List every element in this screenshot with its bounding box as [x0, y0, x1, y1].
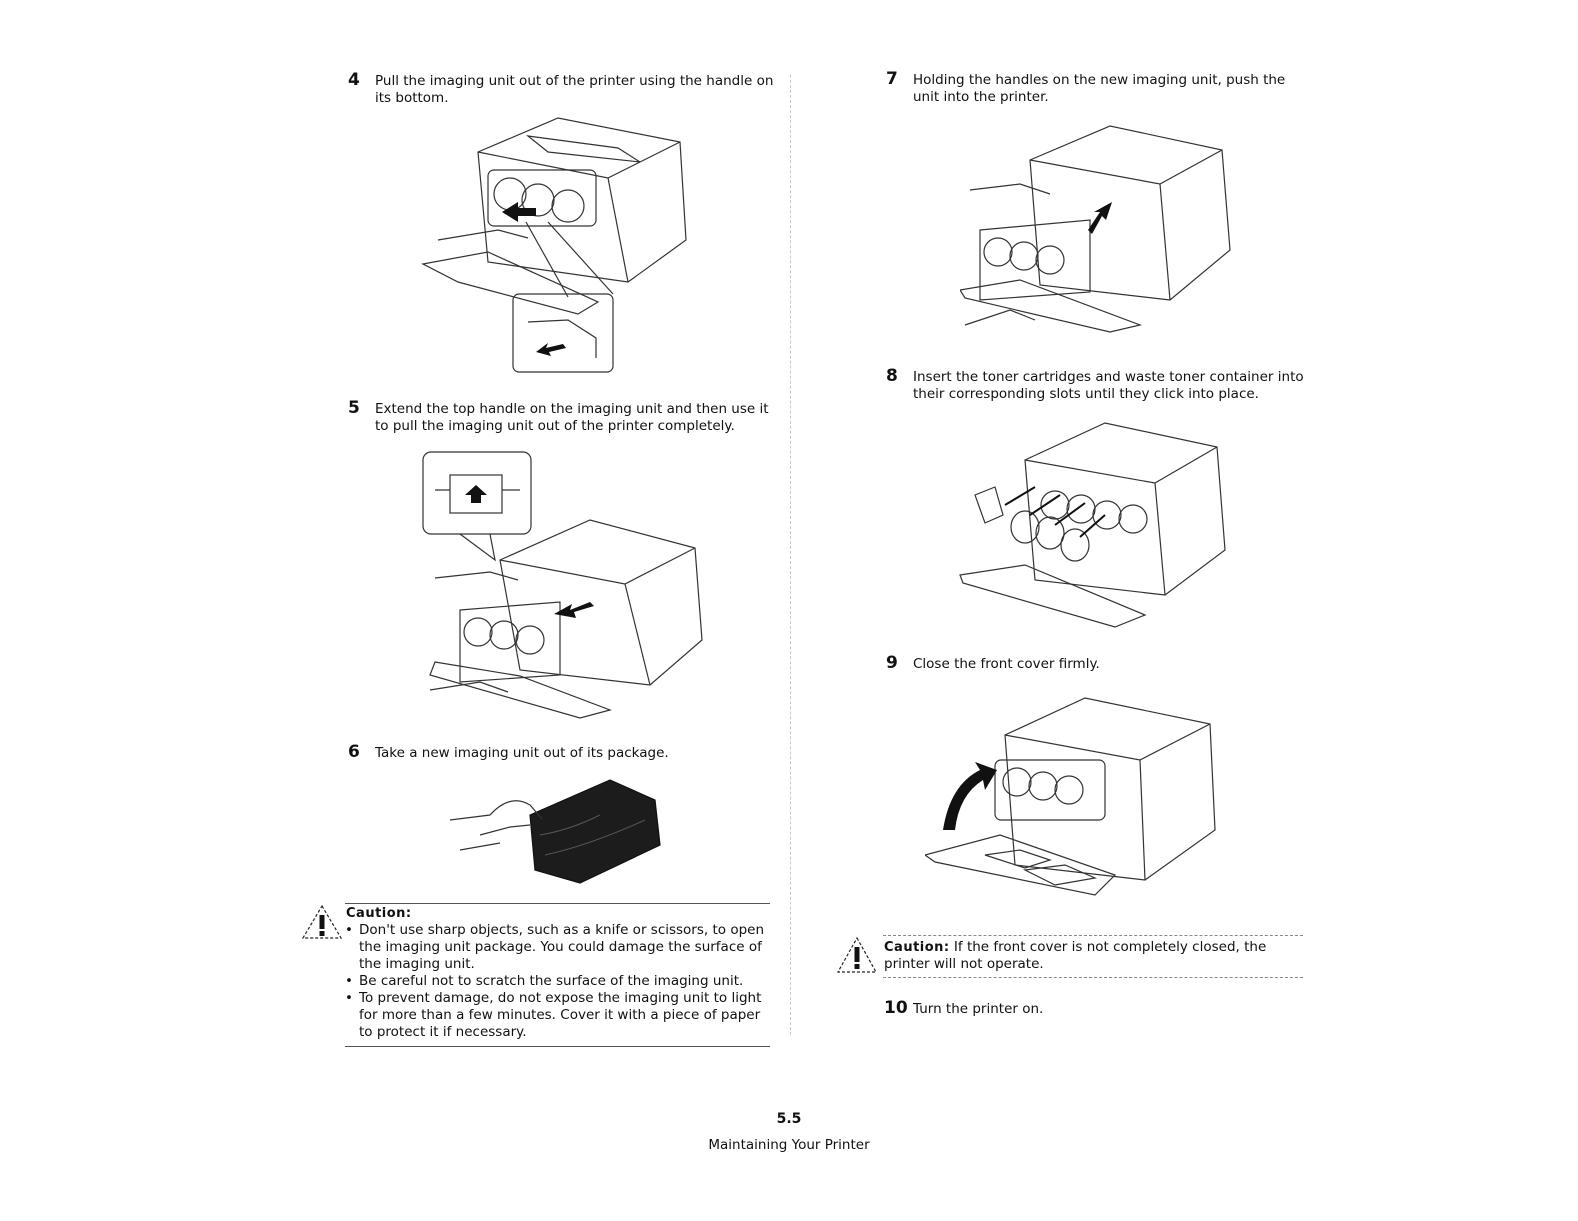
caution-item: •To prevent damage, do not expose the im… [345, 990, 762, 1040]
caution-icon [300, 903, 344, 941]
step-5-illustration [420, 450, 710, 725]
step-7-illustration [960, 120, 1240, 340]
caution-item: •Be careful not to scratch the surface o… [345, 973, 744, 989]
step-6-illustration [450, 775, 670, 890]
step-9-text: Close the front cover firmly. [913, 656, 1100, 672]
caution-title: Caution: [884, 940, 950, 955]
step-8-illustration [955, 415, 1230, 635]
caution-text: If the front cover is not completely clo… [884, 939, 1267, 972]
step-10-text: Turn the printer on. [913, 1001, 1044, 1017]
step-4-text: Pull the imaging unit out of the printer… [375, 73, 774, 106]
step-6-text: Take a new imaging unit out of its packa… [375, 745, 669, 761]
caution-item: •Don't use sharp objects, such as a knif… [345, 922, 765, 972]
step-4-illustration [418, 112, 708, 377]
right-caution: Caution: If the front cover is not compl… [884, 939, 1304, 973]
caution-icon [835, 935, 879, 975]
caution-bottom-rule [345, 1046, 770, 1047]
step-9-illustration [925, 690, 1220, 925]
page-number: 5.5 [776, 1111, 802, 1127]
right-caution-bottom-rule [883, 977, 1303, 978]
step-6-number: 6 [348, 742, 360, 762]
caution-title: Caution: [346, 906, 412, 921]
step-4-number: 4 [348, 70, 360, 90]
step-5-number: 5 [348, 398, 360, 418]
step-10-number: 10 [884, 998, 908, 1018]
column-divider [790, 75, 791, 1035]
caution-list: •Don't use sharp objects, such as a knif… [345, 922, 770, 1041]
step-8-number: 8 [886, 366, 898, 386]
right-caution-top-rule [883, 935, 1303, 936]
step-7-number: 7 [886, 69, 898, 89]
caution-top-rule [345, 903, 770, 904]
step-7-text: Holding the handles on the new imaging u… [913, 72, 1286, 105]
step-5-text: Extend the top handle on the imaging uni… [375, 401, 769, 434]
step-9-number: 9 [886, 653, 898, 673]
step-8-text: Insert the toner cartridges and waste to… [913, 369, 1304, 402]
section-title: Maintaining Your Printer [708, 1137, 870, 1153]
